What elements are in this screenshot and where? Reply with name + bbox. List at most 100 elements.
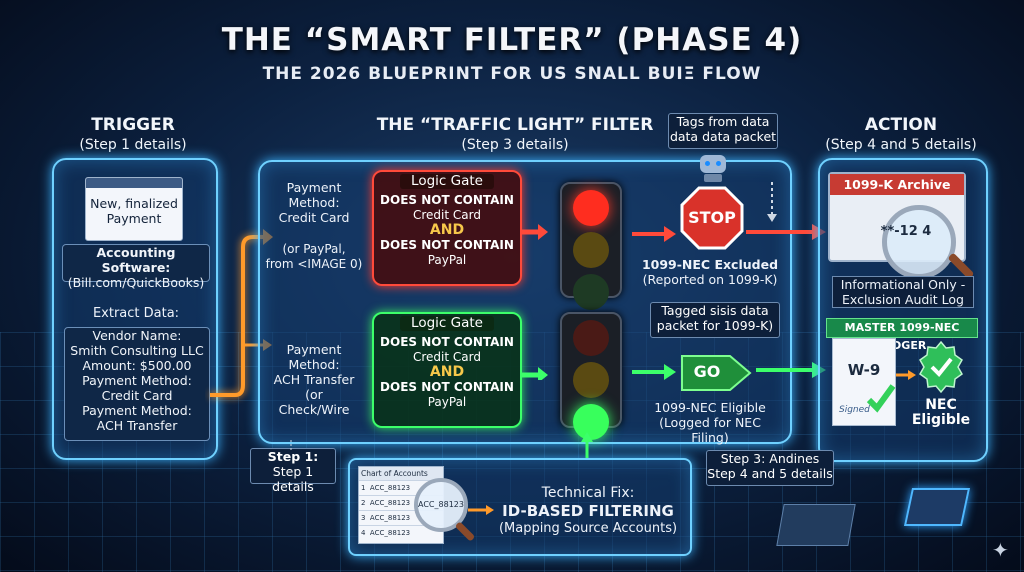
- coa-title: Chart of Accounts: [359, 467, 443, 480]
- trigger-heading: TRIGGER (Step 1 details): [58, 115, 208, 155]
- amber-lamp: [573, 362, 609, 398]
- robot-icon: [698, 155, 728, 183]
- text-line: Eligible: [911, 412, 971, 428]
- stop-label: STOP: [688, 208, 736, 227]
- step1-pointer: [290, 440, 292, 450]
- text-line: Tags from data: [676, 114, 770, 129]
- logic-gate-top: Logic Gate DOES NOT CONTAIN Credit Card …: [372, 170, 522, 286]
- coa-row: 1 ACC_88123: [359, 480, 443, 495]
- red-lamp: [573, 190, 609, 226]
- w9-card: W-9 Signed: [832, 338, 896, 426]
- text-line: Payment: [286, 180, 342, 195]
- filter-heading: THE “TRAFFIC LIGHT” FILTER (Step 3 detai…: [370, 115, 660, 155]
- go-sign-icon: [681, 355, 752, 391]
- keypad-decoration: [776, 504, 856, 546]
- data-line: Payment Method:: [82, 403, 192, 418]
- text-line: data data packet: [669, 129, 777, 144]
- gate-and: AND: [429, 364, 465, 380]
- text-line: Method:: [288, 195, 340, 210]
- accounting-software-box: Accounting Software: (Bill.com/QuickBook…: [62, 244, 210, 290]
- gate-paypal: PayPal: [427, 253, 467, 267]
- green-lamp: [573, 274, 609, 310]
- robot-head: [700, 155, 726, 173]
- text-line: (or PayPal,: [282, 242, 346, 256]
- magnifier-icon: [882, 205, 956, 279]
- technical-fix-text: Technical Fix: ID-BASED FILTERING (Mappi…: [490, 484, 686, 538]
- green-lamp: [573, 404, 609, 440]
- step1-label: Step 1: Step 1 details: [250, 448, 336, 494]
- trigger-subtitle: (Step 1 details): [79, 137, 187, 153]
- text-line: ID-BASED FILTERING: [502, 502, 674, 520]
- top-or-paypal: (or PayPal, from <IMAGE 0): [264, 242, 364, 272]
- w9-signature: Signed: [839, 405, 870, 415]
- text-line: from <IMAGE 0): [265, 257, 363, 271]
- text-line: Technical Fix:: [541, 485, 635, 501]
- payment-card: New, finalized Payment: [85, 177, 183, 241]
- extract-label: Extract Data:: [92, 306, 180, 321]
- data-line: Payment Method:: [82, 373, 192, 388]
- filter-title: THE “TRAFFIC LIGHT” FILTER: [376, 115, 654, 135]
- gate-credit: Credit Card: [413, 350, 481, 364]
- fix-arrow-icon: [468, 505, 494, 515]
- text-line: (Logged for NEC Filing): [659, 415, 761, 445]
- eligible-label: 1099-NEC Eligible (Logged for NEC Filing…: [640, 400, 780, 445]
- text-line: Step 4 and 5 details: [707, 466, 833, 481]
- data-line: ACH Transfer: [96, 418, 178, 433]
- data-line: Smith Consulting LLC: [70, 343, 204, 358]
- text-line: (Reported on 1099-K): [642, 272, 778, 287]
- text-line: Credit Card: [278, 210, 350, 225]
- text-line: Tagged sisis data: [661, 303, 769, 318]
- fix-up-arrow: [581, 432, 593, 458]
- stop-sign-icon: [680, 186, 744, 250]
- filter-to-action-arrows: [746, 182, 826, 378]
- gate-title: Logic Gate: [400, 316, 494, 331]
- payment-card-label: New, finalized Payment: [90, 196, 178, 226]
- step3-label: Step 3: Andines Step 4 and 5 details: [706, 450, 834, 486]
- badge-icon: [919, 340, 963, 394]
- nec-eligible-label: NEC Eligible: [906, 398, 976, 428]
- text-line: Informational Only -: [840, 277, 966, 292]
- data-line: Vendor Name:: [92, 328, 182, 343]
- go-label: GO: [693, 362, 721, 381]
- text-line: NEC: [925, 397, 957, 413]
- trigger-title: TRIGGER: [91, 115, 175, 135]
- amber-lamp: [573, 232, 609, 268]
- excluded-label: 1099-NEC Excluded (Reported on 1099-K): [640, 257, 780, 287]
- red-lamp: [573, 320, 609, 356]
- top-payment-method: Payment Method: Credit Card: [270, 180, 358, 225]
- ledger-title: MASTER 1099-NEC LEDGER: [826, 318, 978, 352]
- action-title: ACTION: [864, 115, 938, 135]
- checkmark-icon: [866, 384, 896, 413]
- gate-to-light-arrows: [520, 224, 548, 380]
- text-line: Check/Wire: [278, 402, 350, 417]
- text-line: Step 1 details: [272, 464, 314, 494]
- chip-decoration: [903, 488, 971, 526]
- traffic-light-red: [560, 182, 622, 310]
- gate-dnc: DOES NOT CONTAIN: [380, 335, 514, 349]
- archive-title: 1099-K Archive: [830, 174, 964, 195]
- tagged-label: Tagged sisis data packet for 1099-K): [650, 302, 780, 338]
- tags-label: Tags from data data data packet: [668, 113, 778, 149]
- info-label: Informational Only - Exclusion Audit Log: [832, 276, 974, 308]
- data-line: Amount: $500.00: [82, 358, 192, 373]
- text-line: packet for 1099-K): [656, 318, 774, 333]
- text-line: Payment: [286, 342, 342, 357]
- page-title: THE “SMART FILTER” (PHASE 4): [221, 22, 803, 58]
- w9-label: W-9: [847, 361, 881, 379]
- coa-row: 4 ACC_88123: [359, 525, 443, 540]
- text-line: 1099-NEC Eligible: [654, 400, 766, 415]
- orange-arrow-icon: [896, 370, 916, 380]
- window-bar: [86, 178, 182, 188]
- bottom-payment-method: Payment Method: ACH Transfer (or Check/W…: [270, 342, 358, 417]
- gate-and: AND: [429, 222, 465, 238]
- logic-gate-bottom: Logic Gate DOES NOT CONTAIN Credit Card …: [372, 312, 522, 428]
- coa-row: 3 ACC_88123: [359, 510, 443, 525]
- extracted-data-box: Vendor Name: Smith Consulting LLC Amount…: [64, 327, 210, 441]
- action-heading: ACTION (Step 4 and 5 details): [816, 115, 986, 155]
- gate-dnc: DOES NOT CONTAIN: [380, 193, 514, 207]
- text-line: (or: [305, 387, 323, 402]
- text-line: ACH Transfer: [273, 372, 355, 387]
- action-subtitle: (Step 4 and 5 details): [825, 137, 977, 153]
- filter-subtitle: (Step 3 details): [461, 137, 569, 153]
- gate-title: Logic Gate: [400, 174, 494, 189]
